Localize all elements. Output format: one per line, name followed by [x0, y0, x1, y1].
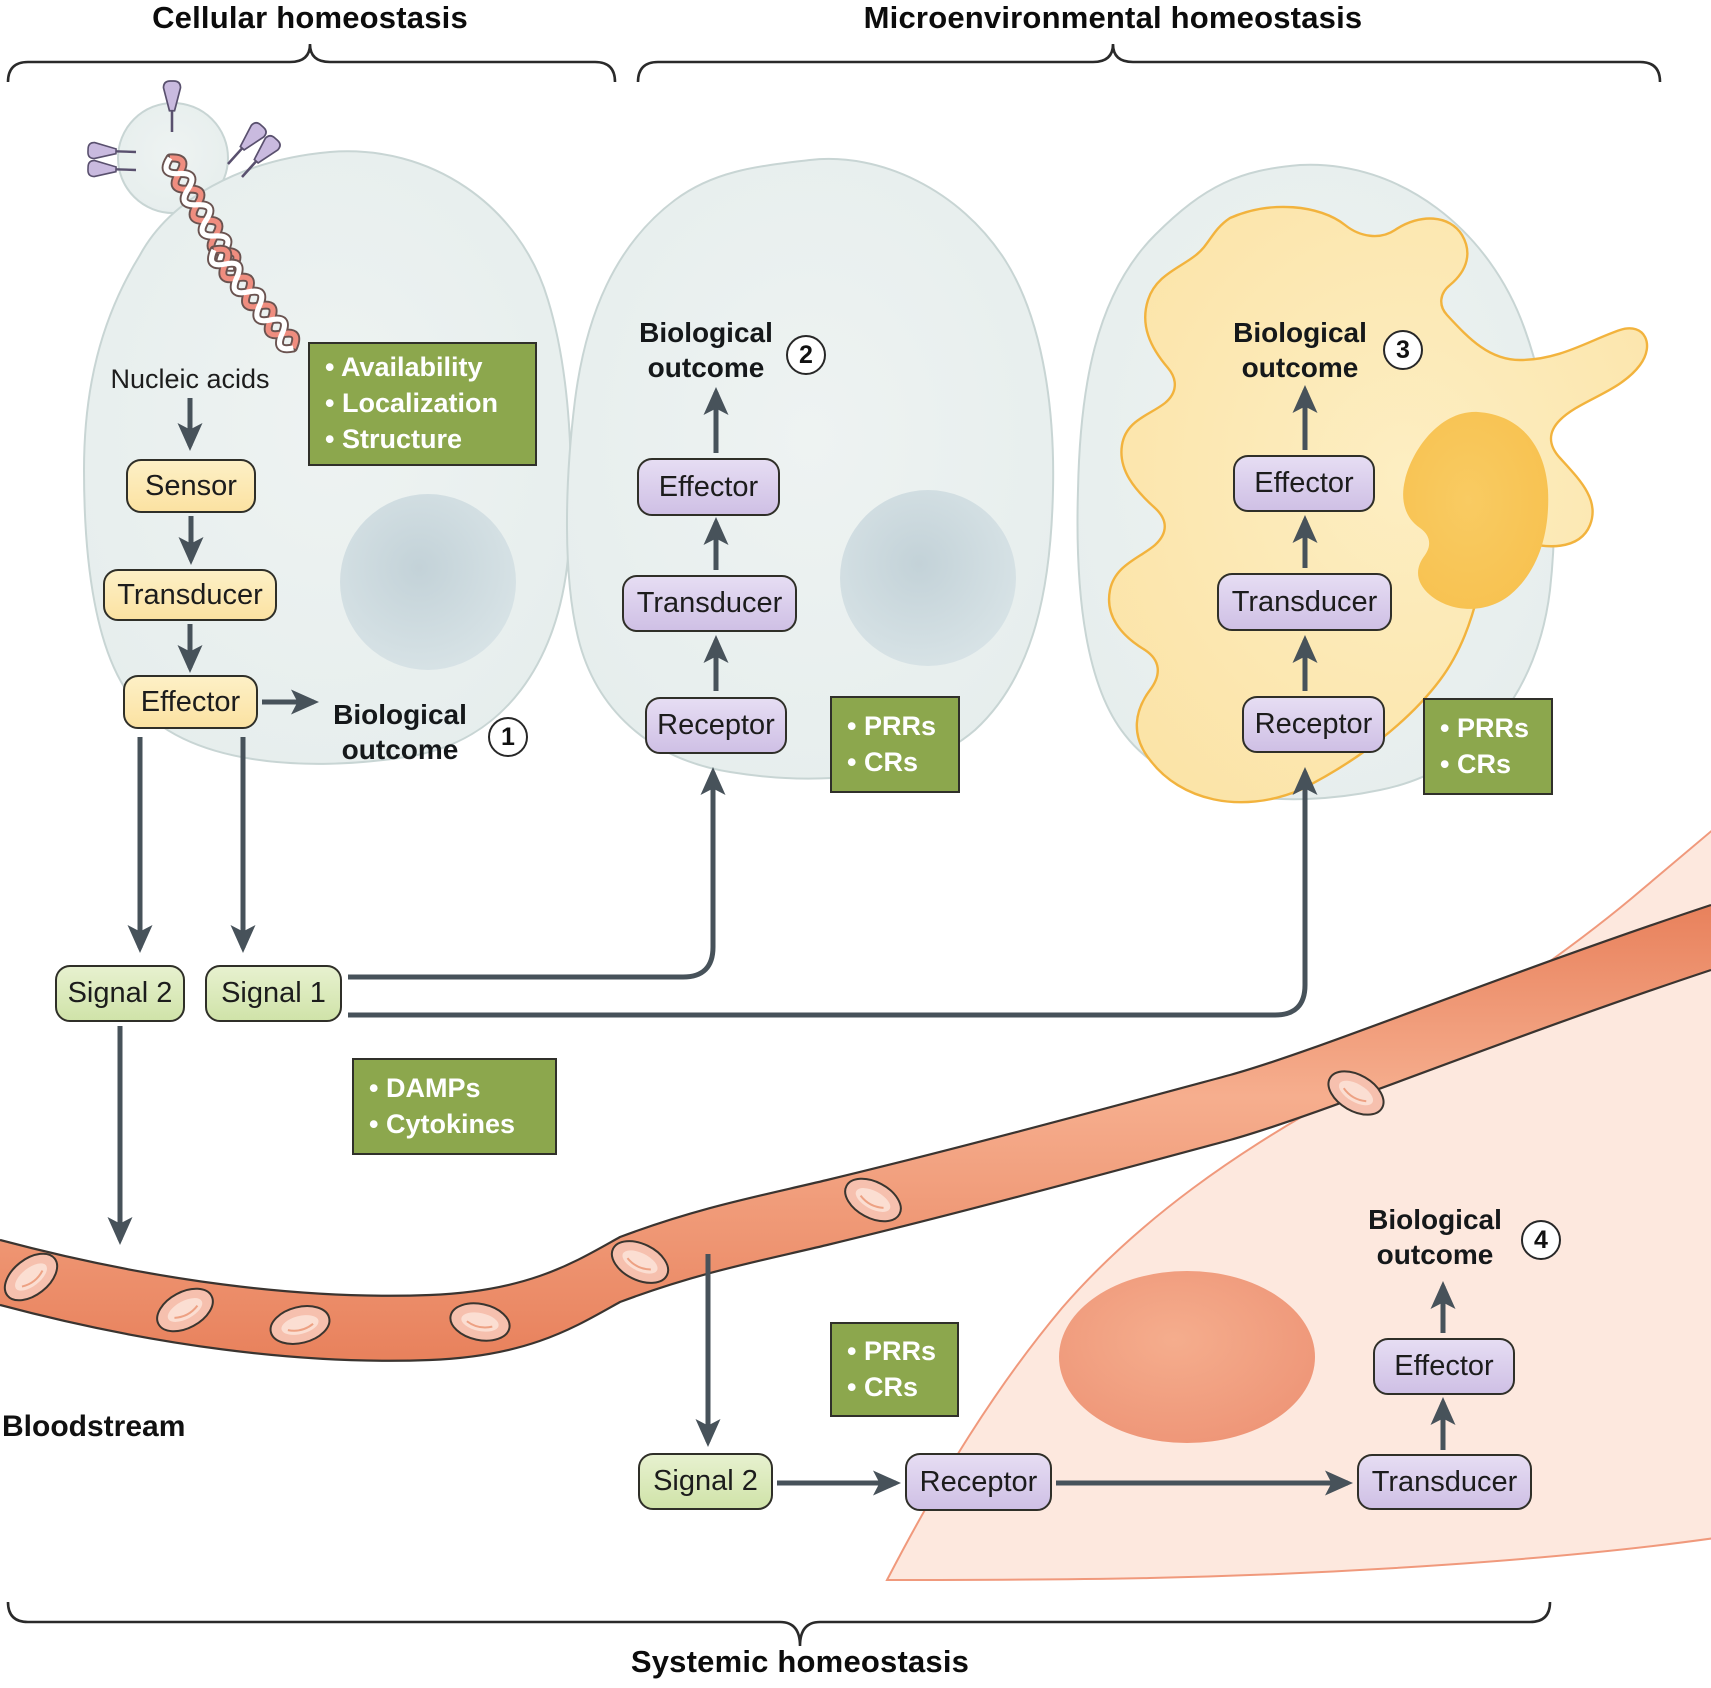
receptor-type-crs: • CRs	[847, 1371, 918, 1402]
receptor-box-cell2: Receptor	[645, 697, 787, 754]
blood-vessel-wall	[0, 903, 1711, 1297]
title-cellular-homeostasis: Cellular homeostasis	[152, 0, 468, 35]
cell-3-macrophage	[1107, 205, 1649, 804]
transducer-box-stromal: Transducer	[1357, 1454, 1532, 1510]
effector-box-stromal: Effector	[1373, 1338, 1515, 1395]
brace-systemic	[6, 1601, 1552, 1647]
biological-outcome-1-label: Biological outcome	[333, 699, 467, 765]
arrow-signal1-to-cell2-receptor	[348, 766, 726, 980]
signal-1-box: Signal 1	[205, 965, 342, 1022]
biological-outcome-4-label: Biological outcome	[1368, 1204, 1502, 1270]
arrow-signal1-to-cell3-receptor	[348, 766, 1318, 1018]
red-blood-cell-icon	[3, 1252, 59, 1302]
cell-1-nucleus	[340, 494, 516, 670]
property-availability: • Availability	[325, 352, 483, 383]
biological-outcome-3-label: Biological outcome	[1233, 317, 1367, 383]
nucleic-acids-label: Nucleic acids	[110, 364, 270, 394]
receptor-type-crs: • CRs	[847, 746, 918, 777]
biological-outcome-2-label: Biological outcome	[639, 317, 773, 383]
stromal-cell-nucleus	[1059, 1271, 1315, 1443]
mediator-damps: • DAMPs	[369, 1072, 481, 1103]
title-microenvironmental-homeostasis: Microenvironmental homeostasis	[863, 0, 1363, 35]
cell-2-nucleus	[840, 490, 1016, 666]
transducer-box-cell3: Transducer	[1217, 573, 1392, 631]
brace-cellular	[6, 43, 617, 83]
red-blood-cell-icon	[610, 1240, 670, 1284]
outcome-4-badge: 4	[1521, 1220, 1561, 1260]
red-blood-cell-icon	[449, 1302, 511, 1342]
outcome-2-badge: 2	[786, 335, 826, 375]
sensor-box: Sensor	[126, 459, 256, 513]
receptor-box-cell3: Receptor	[1242, 696, 1385, 753]
transducer-box-cell2: Transducer	[622, 575, 797, 632]
nucleic-acid-properties-box: • Availability • Localization • Structur…	[308, 342, 537, 466]
property-localization: • Localization	[325, 388, 498, 419]
outcome-3-badge: 3	[1383, 330, 1423, 370]
released-mediators-box: • DAMPs • Cytokines	[352, 1058, 557, 1155]
title-systemic-homeostasis: Systemic homeostasis	[630, 1644, 970, 1679]
property-structure: • Structure	[325, 423, 462, 454]
red-blood-cell-icon	[269, 1305, 331, 1345]
cell2-receptor-types-box: • PRRs • CRs	[830, 696, 960, 793]
brace-microenvironmental	[636, 43, 1662, 83]
transducer-box-cell1: Transducer	[103, 569, 277, 621]
outcome-1-badge: 1	[488, 717, 528, 757]
red-blood-cell-icon	[844, 1177, 902, 1223]
signal-2-box-systemic: Signal 2	[638, 1453, 773, 1510]
effector-box-cell2: Effector	[637, 458, 780, 516]
receptor-box-stromal: Receptor	[905, 1453, 1052, 1511]
receptor-type-prrs: • PRRs	[847, 710, 936, 741]
receptor-type-prrs: • PRRs	[1440, 712, 1529, 743]
cell-3-nucleus	[1403, 411, 1549, 609]
red-blood-cell-icon	[1327, 1070, 1385, 1116]
red-blood-cell-icon	[156, 1287, 214, 1333]
bloodstream-label: Bloodstream	[2, 1410, 186, 1443]
stromal-receptor-types-box: • PRRs • CRs	[830, 1322, 959, 1417]
effector-box-cell1: Effector	[123, 675, 258, 729]
receptor-type-crs: • CRs	[1440, 748, 1511, 779]
receptor-type-prrs: • PRRs	[847, 1335, 936, 1366]
mediator-cytokines: • Cytokines	[369, 1108, 515, 1139]
signal-2-box: Signal 2	[55, 965, 185, 1022]
cell3-receptor-types-box: • PRRs • CRs	[1423, 698, 1553, 795]
effector-box-cell3: Effector	[1233, 455, 1375, 512]
blood-vessel-wall	[0, 968, 1711, 1362]
